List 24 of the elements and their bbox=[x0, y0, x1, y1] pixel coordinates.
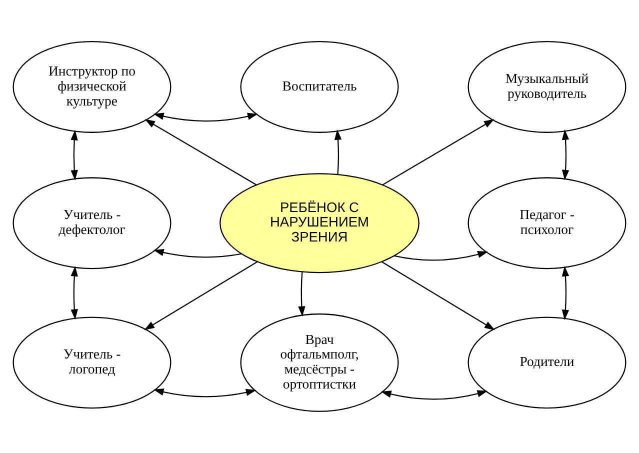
node-ellipse: Музыкальный руководитель bbox=[468, 41, 626, 133]
node-ellipse: Воспитатель bbox=[240, 41, 399, 133]
arrow bbox=[153, 388, 256, 398]
arrow bbox=[562, 266, 570, 320]
arrow bbox=[153, 112, 258, 122]
node-ellipse: Учитель - логопед bbox=[12, 316, 172, 409]
node-ellipse: Учитель - дефектолог bbox=[12, 177, 172, 270]
node-ellipse: Врач офтальмполг, медсёстры - ортоптистки bbox=[240, 313, 399, 412]
node-ellipse: Педагог - психолог bbox=[468, 177, 626, 270]
arrow bbox=[70, 130, 78, 180]
arrow bbox=[380, 390, 488, 400]
arrow bbox=[298, 272, 306, 317]
node-ellipse: РЕБЁНОК С НАРУШЕНИЕМ ЗРЕНИЯ bbox=[220, 173, 420, 274]
arrow bbox=[334, 129, 342, 174]
arrow bbox=[70, 266, 78, 320]
arrow bbox=[562, 129, 570, 180]
arrow bbox=[381, 261, 495, 330]
node-ellipse: Инструктор по физической культуре bbox=[12, 41, 172, 133]
node-ellipse: Родители bbox=[468, 316, 626, 409]
arrow bbox=[144, 119, 257, 186]
arrow bbox=[144, 261, 258, 330]
arrow bbox=[394, 250, 488, 261]
arrow bbox=[382, 119, 494, 186]
arrow bbox=[153, 248, 242, 258]
